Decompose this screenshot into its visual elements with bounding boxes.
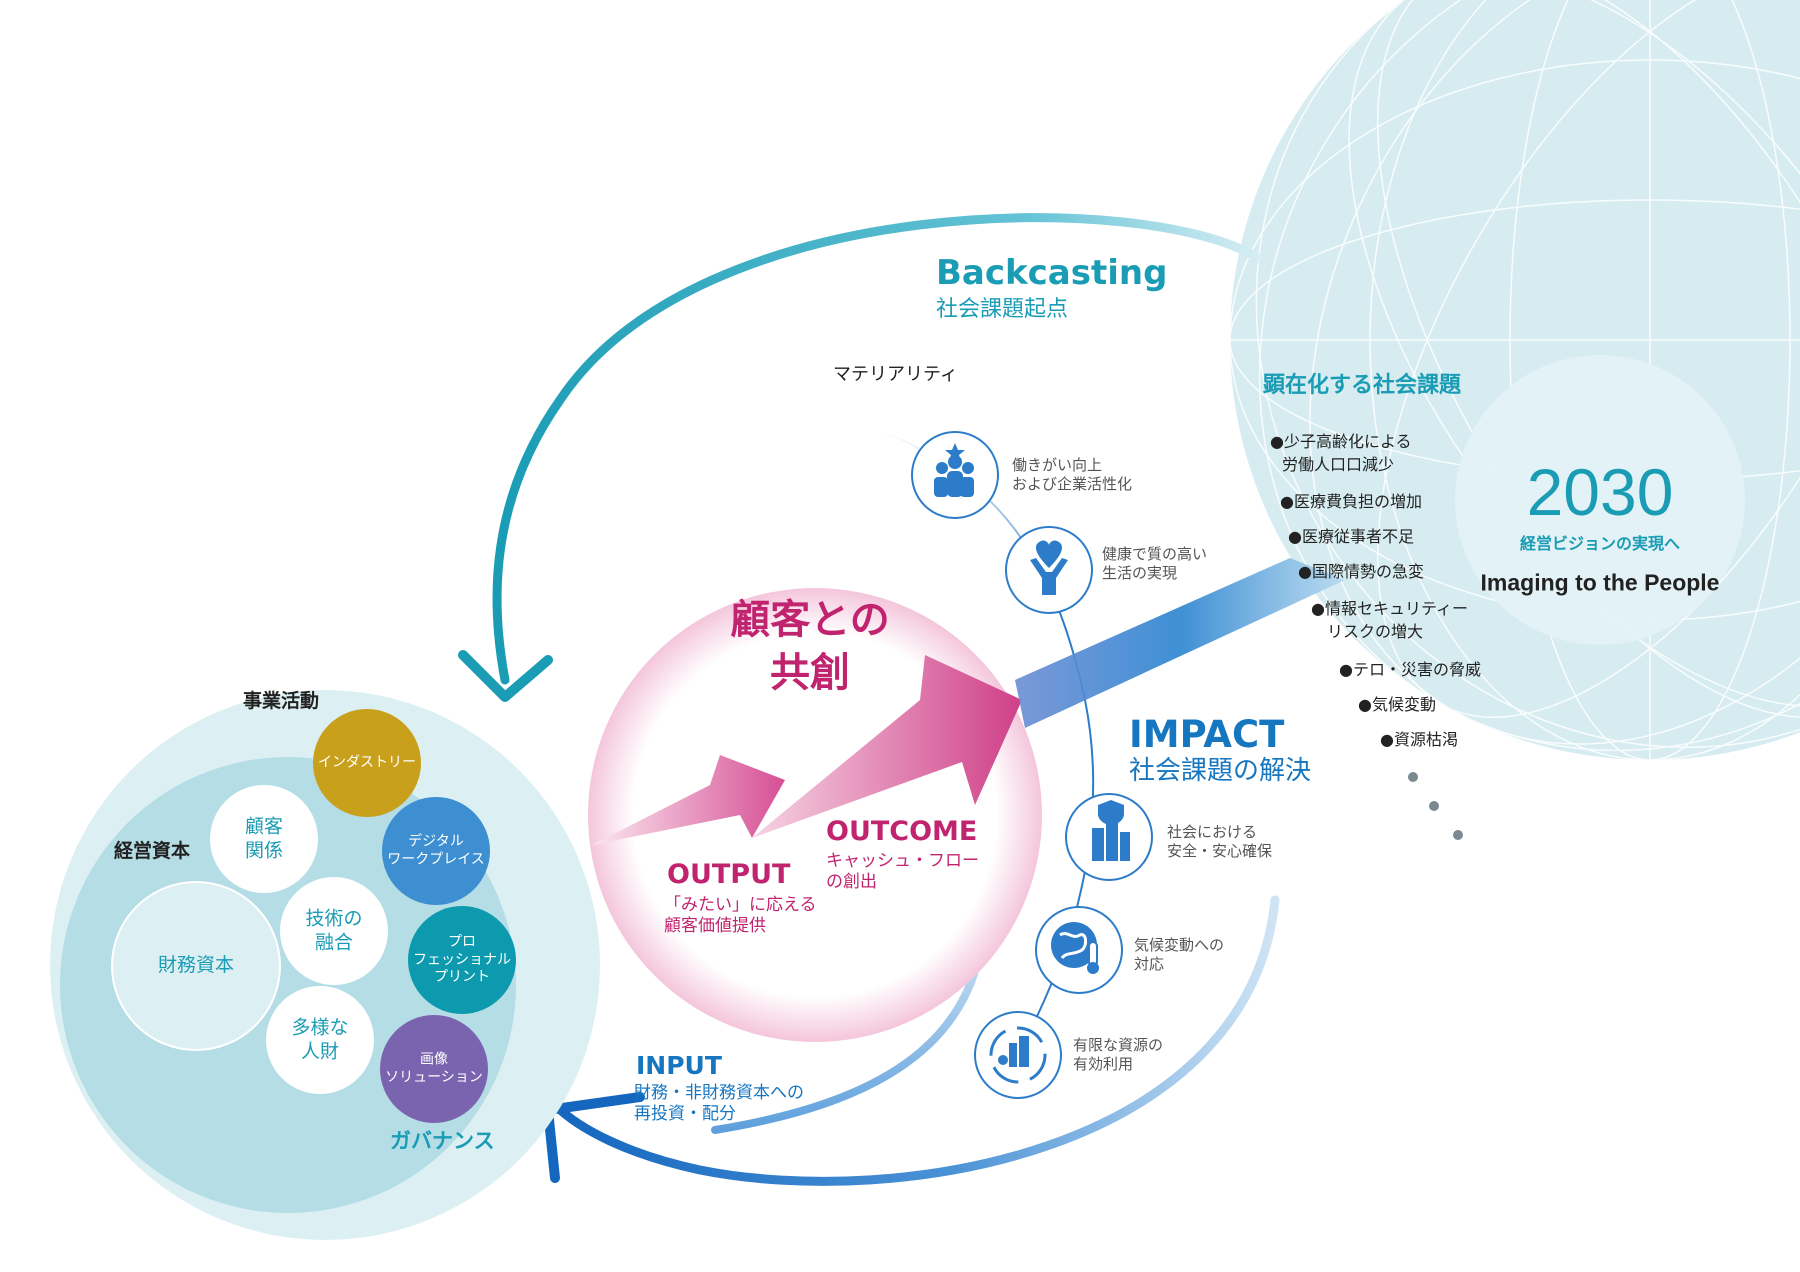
business-digital-circle xyxy=(382,797,490,905)
impact-title: IMPACT xyxy=(1129,713,1285,756)
heart-person-icon xyxy=(1030,540,1068,595)
input-desc: 財務・非財務資本への再投資・配分 xyxy=(634,1083,804,1125)
social-issue-item: ●資源枯渇 xyxy=(1380,730,1458,749)
social-issue-item: ●少子高齢化による 労働人口口減少 xyxy=(1270,432,1412,475)
materiality-icon-ring-2 xyxy=(1005,526,1093,614)
cocreation-title-line-1: 顧客との xyxy=(730,597,890,643)
talent-circle xyxy=(266,986,374,1094)
business-imaging-circle xyxy=(380,1015,488,1123)
backcasting-title: Backcasting xyxy=(936,253,1168,293)
ellipsis-dot xyxy=(1429,801,1439,811)
business-professional-circle xyxy=(408,906,516,1014)
outcome-title: OUTCOME xyxy=(826,816,978,847)
materiality-item-2: 健康で質の高い生活の実現 xyxy=(1102,545,1208,582)
impact-arrow xyxy=(1015,558,1345,728)
technology-fusion-label: 技術の融合 xyxy=(305,907,363,953)
recycle-building-icon xyxy=(989,1026,1047,1084)
materiality-item-3: 社会における安全・安心確保 xyxy=(1167,823,1273,860)
business-activity-label: 事業活動 xyxy=(243,690,320,712)
social-issue-item: ●国際情勢の急変 xyxy=(1298,562,1424,581)
materiality-item-1: 働きがい向上および企業活性化 xyxy=(1012,456,1133,493)
input-arc xyxy=(550,895,1280,1186)
tech-circle xyxy=(280,877,388,985)
business-digital-label: デジタルワークプレイス xyxy=(387,833,485,868)
materiality-icon-ring-5 xyxy=(974,1011,1062,1099)
customer-circle xyxy=(210,785,318,893)
social-issues-title: 顕在化する社会課題 xyxy=(1263,373,1462,398)
outcome-arrow xyxy=(752,655,1022,838)
shield-building-icon xyxy=(1092,800,1130,861)
social-issue-item: ●気候変動 xyxy=(1358,695,1436,714)
vision-year: 2030 xyxy=(1526,454,1674,529)
output-title: OUTPUT xyxy=(667,859,791,890)
backcasting-arc xyxy=(492,213,1263,685)
output-arrow xyxy=(592,755,785,845)
business-professional-label: プロフェッショナルプリント xyxy=(413,933,511,985)
backcasting-subtitle: 社会課題起点 xyxy=(936,297,1069,322)
globe xyxy=(1230,0,1800,760)
input-title: INPUT xyxy=(636,1051,722,1080)
business-industry-label: インダストリー xyxy=(318,754,416,771)
business-imaging-label: 画像ソリューション xyxy=(385,1051,483,1086)
globe-thermometer-icon xyxy=(1051,922,1099,974)
social-issue-item: ●情報セキュリティー リスクの増大 xyxy=(1311,599,1469,642)
backcasting-arrowhead xyxy=(458,650,553,702)
outcome-desc: キャッシュ・フローの創出 xyxy=(826,851,979,893)
vision-subtitle: 経営ビジョンの実現へ xyxy=(1519,534,1681,553)
financial-capital-label: 財務資本 xyxy=(157,954,235,977)
customer-relations-label: 顧客関係 xyxy=(244,815,284,861)
business-industry-circle xyxy=(313,709,421,817)
governance-label: ガバナンス xyxy=(390,1129,495,1153)
vision-tagline: Imaging to the People xyxy=(1480,569,1720,596)
ellipsis-dot xyxy=(1453,830,1463,840)
diverse-talent-label: 多様な人財 xyxy=(291,1016,349,1062)
materiality-label: マテリアリティ xyxy=(833,364,958,385)
management-capital-label: 経営資本 xyxy=(114,840,191,862)
social-issue-item: ●テロ・災害の脅威 xyxy=(1339,660,1481,679)
cocreation-title-line-2: 共創 xyxy=(770,650,850,696)
impact-subtitle: 社会課題の解決 xyxy=(1129,756,1312,786)
people-star-icon xyxy=(934,443,974,497)
social-issue-item: ●医療従事者不足 xyxy=(1288,527,1414,546)
finance-capital-circle xyxy=(111,881,281,1051)
output-desc: 「みたい」に応える顧客価値提供 xyxy=(664,895,817,937)
materiality-item-4: 気候変動への対応 xyxy=(1134,936,1225,973)
ellipsis-dot xyxy=(1408,772,1418,782)
materiality-item-5: 有限な資源の有効利用 xyxy=(1073,1036,1164,1073)
social-issue-item: ●医療費負担の増加 xyxy=(1280,492,1422,511)
